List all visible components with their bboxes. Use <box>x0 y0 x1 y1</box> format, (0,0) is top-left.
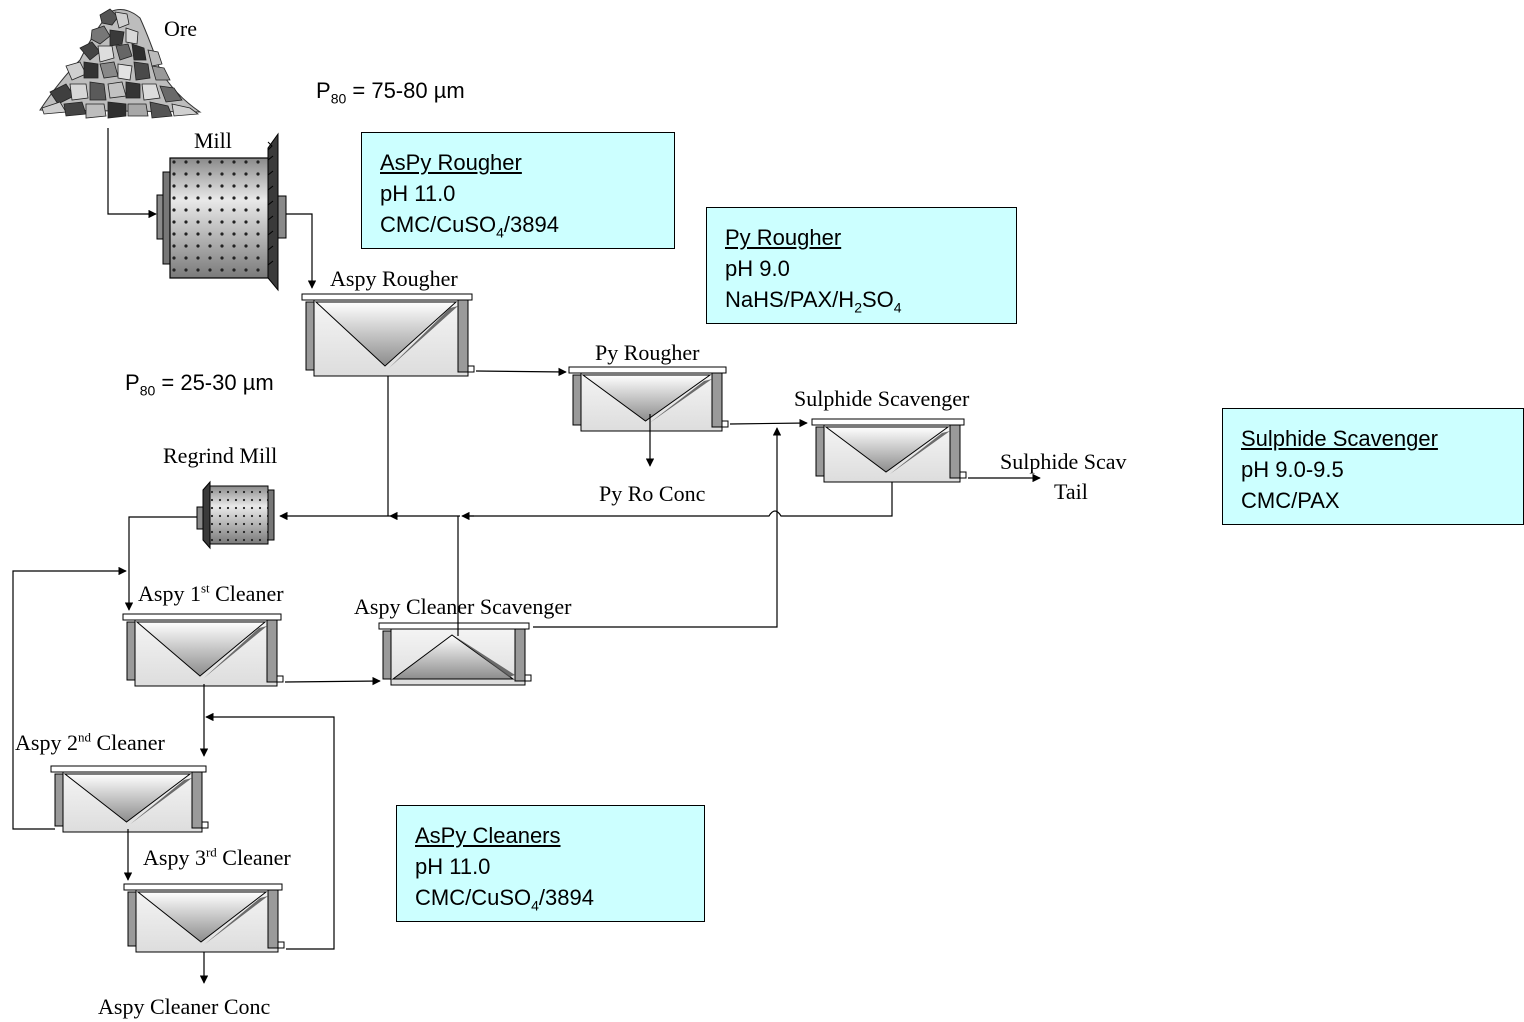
box-ph: pH 9.0 <box>725 256 790 281</box>
mill-label: Mill <box>194 128 232 153</box>
sulphide-scavenger-label: Sulphide Scavenger <box>794 386 970 411</box>
aspy-2nd-cleaner-label: Aspy 2nd Cleaner <box>15 729 165 755</box>
box-reagents: CMC/CuSO4/3894 <box>380 212 559 241</box>
aspy-cleaner-conc-label: Aspy Cleaner Conc <box>98 994 271 1019</box>
aspy-2nd-cleaner-cell <box>50 765 209 833</box>
regrind-mill-label: Regrind Mill <box>163 443 278 468</box>
box-title: Py Rougher <box>725 225 842 250</box>
p80-primary-grind: P80 = 75-80 µm <box>316 78 465 107</box>
box-ph: pH 11.0 <box>415 854 491 879</box>
aspy-3rd-cleaner-label: Aspy 3rd Cleaner <box>143 844 291 870</box>
mill-unit <box>156 132 287 292</box>
regrind-mill-unit <box>196 480 275 550</box>
box-title: AsPy Cleaners <box>415 823 561 848</box>
box-reagents: CMC/PAX <box>1241 488 1340 513</box>
aspy-rougher-cell <box>301 293 475 377</box>
flow-lines <box>12 128 1041 984</box>
box-title: AsPy Rougher <box>380 150 522 175</box>
aspy-cleaner-scavenger-cell <box>378 622 532 686</box>
ore-label: Ore <box>164 16 197 41</box>
ore-pile <box>39 8 202 119</box>
sulphide-scavenger-conditions-box: Sulphide Scavenger pH 9.0-9.5 CMC/PAX <box>1222 408 1524 525</box>
aspy-cleaner-scavenger-label: Aspy Cleaner Scavenger <box>354 594 572 619</box>
sulphide-scav-tail-label-line2: Tail <box>1054 479 1088 504</box>
aspy-3rd-cleaner-cell <box>123 883 285 953</box>
box-ph: pH 11.0 <box>380 181 456 206</box>
p80-regrind: P80 = 25-30 µm <box>125 370 274 399</box>
py-rougher-label: Py Rougher <box>595 340 700 365</box>
flotation-cells <box>50 293 967 953</box>
box-ph: pH 9.0-9.5 <box>1241 457 1344 482</box>
box-title: Sulphide Scavenger <box>1241 426 1438 451</box>
py-rougher-conditions-box: Py Rougher pH 9.0 NaHS/PAX/H2SO4 <box>706 207 1017 324</box>
box-reagents: NaHS/PAX/H2SO4 <box>725 287 902 316</box>
aspy-rougher-label: Aspy Rougher <box>330 266 458 291</box>
sulphide-scavenger-cell <box>811 418 967 483</box>
aspy-rougher-conditions-box: AsPy Rougher pH 11.0 CMC/CuSO4/3894 <box>361 132 675 249</box>
py-rougher-cell <box>568 366 729 432</box>
box-reagents: CMC/CuSO4/3894 <box>415 885 594 914</box>
aspy-cleaners-conditions-box: AsPy Cleaners pH 11.0 CMC/CuSO4/3894 <box>396 805 705 922</box>
py-ro-conc-label: Py Ro Conc <box>599 481 706 506</box>
sulphide-scav-tail-label-line1: Sulphide Scav <box>1000 449 1127 474</box>
aspy-1st-cleaner-cell <box>122 613 284 687</box>
aspy-1st-cleaner-label: Aspy 1st Cleaner <box>138 580 284 606</box>
